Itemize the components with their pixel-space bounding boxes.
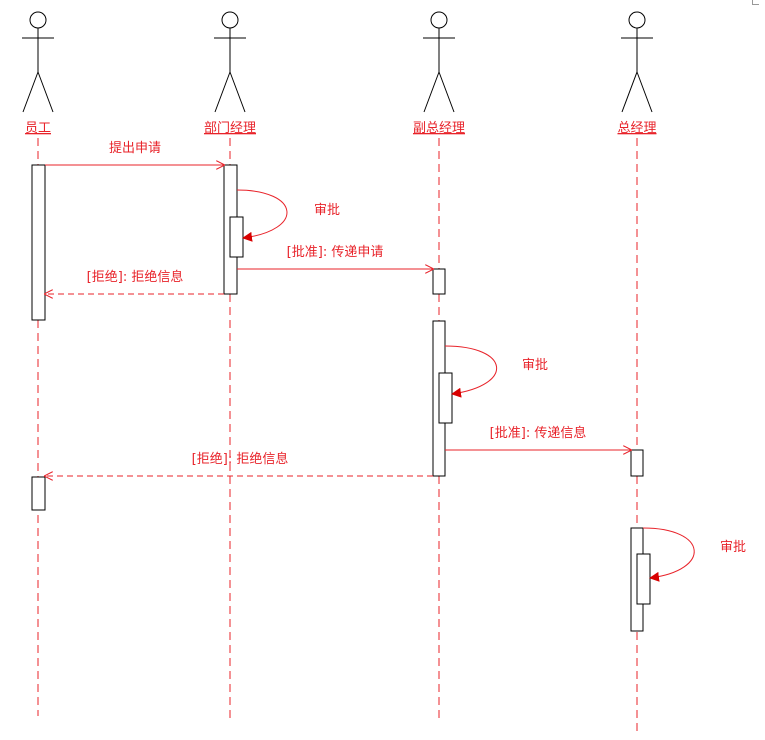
- self-message-approve1-arrow: [236, 189, 288, 242]
- actor-head: [628, 11, 646, 29]
- actor-zong: [621, 11, 653, 113]
- actor-bumen: [214, 11, 246, 113]
- activation-fuzong-self: [438, 372, 453, 424]
- actor-left-leg: [22, 71, 39, 113]
- self-message-approve1-label: 审批: [314, 203, 340, 218]
- message-forward-info-label: [批准]: 传递信息: [490, 425, 587, 441]
- message-forward-application-label: [批准]: 传递申请: [287, 245, 384, 260]
- reply-reject1-label: [拒绝]: 拒绝信息: [87, 269, 184, 285]
- actor-left-leg: [423, 71, 440, 113]
- actor-yuangong: [22, 11, 54, 113]
- activation-zong-self: [636, 553, 651, 605]
- activation-bumen-self: [229, 216, 244, 258]
- actor-fuzong: [423, 11, 455, 113]
- actor-label-bumen: 部门经理: [204, 121, 256, 136]
- actor-head: [29, 11, 47, 29]
- activation-yuangong-1: [31, 164, 46, 321]
- actor-right-leg: [37, 71, 54, 113]
- actor-left-leg: [621, 71, 638, 113]
- actor-label-fuzong: 副总经理: [413, 121, 465, 136]
- activation-fuzong-1: [432, 268, 446, 295]
- self-message-approve2-arrow: [444, 345, 498, 398]
- activation-zong-1: [630, 449, 644, 477]
- self-message-approve3-label: 审批: [720, 540, 746, 555]
- reply-reject2-label: [拒绝]: 拒绝信息: [192, 451, 289, 467]
- corner-mark: [752, 0, 759, 5]
- actor-head: [430, 11, 448, 29]
- actor-head: [221, 11, 239, 29]
- actor-label-zong: 总经理: [617, 121, 656, 136]
- self-message-approve2-label: 审批: [522, 358, 548, 373]
- message-submit-label: 提出申请: [109, 140, 161, 156]
- actor-right-leg: [229, 71, 246, 113]
- actor-right-leg: [438, 71, 455, 113]
- self-message-approve3-arrow: [642, 527, 695, 582]
- activation-yuangong-2: [31, 476, 46, 511]
- actor-left-leg: [214, 71, 231, 113]
- actor-right-leg: [636, 71, 653, 113]
- actor-label-yuangong: 员工: [25, 121, 51, 136]
